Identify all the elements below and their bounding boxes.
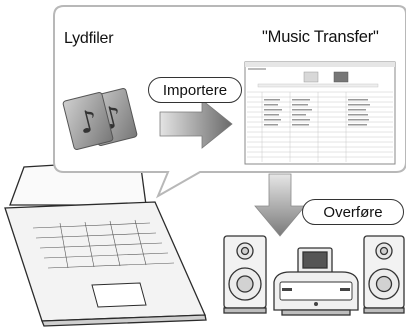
stereo-system-icon xyxy=(273,247,359,316)
speaker-icon xyxy=(363,235,405,314)
arrow-right-icon xyxy=(159,99,233,149)
app-window-thumbnail xyxy=(244,61,396,165)
import-label: Importere xyxy=(148,77,242,103)
transfer-label: Overføre xyxy=(302,199,404,225)
music-note-icon: ♪ ♪ xyxy=(62,88,138,150)
speaker-icon xyxy=(223,235,267,314)
arrow-down-icon xyxy=(254,173,306,237)
audio-files-label: Lydfiler xyxy=(64,30,114,47)
app-name-label: "Music Transfer" xyxy=(262,28,379,46)
laptop-icon xyxy=(4,159,207,327)
